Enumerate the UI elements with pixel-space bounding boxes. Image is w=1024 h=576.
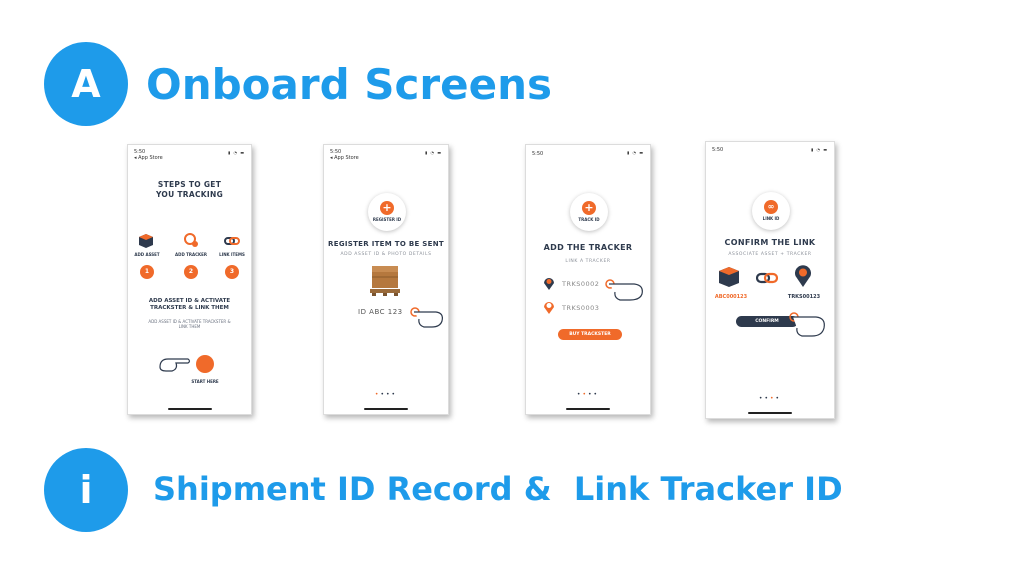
track-icon-dot: + — [582, 201, 596, 215]
register-icon-dot: + — [380, 201, 394, 215]
asset-id-field[interactable]: ID ABC 123 — [358, 308, 403, 316]
start-here-label: START HERE — [191, 379, 219, 384]
section-i-badge: i — [44, 448, 128, 532]
tracker-pin-icon — [794, 264, 812, 292]
phone-screen-confirm: 5:50 ▮ ◔ ▬ ∞ LINK ID CONFIRM THE LINK AS… — [705, 141, 835, 419]
link-chain-icon — [755, 270, 779, 289]
status-icons: ▮ ◔ ▬ — [626, 150, 644, 155]
page-dots: •••• — [576, 391, 600, 398]
status-time: 5:50◂ App Store — [330, 149, 359, 161]
steps-description: ADD ASSET ID & ACTIVATE TRACKSTER &LINK … — [148, 319, 231, 329]
hand-pointer-icon — [410, 303, 446, 333]
status-time: 5:50 — [712, 147, 724, 153]
home-indicator — [566, 408, 610, 410]
track-id-icon[interactable]: + TRACK ID — [570, 193, 608, 231]
tracker-pin-icon — [543, 276, 555, 295]
confirm-button[interactable]: CONFIRM — [736, 316, 798, 327]
add-asset-icon[interactable] — [138, 233, 154, 249]
link-items-icon[interactable] — [224, 233, 240, 247]
step-label-add-asset: ADD ASSET — [134, 252, 160, 257]
phone-screen-register: 5:50◂ App Store ▮ ◔ ▬ + REGISTER ID REGI… — [323, 144, 449, 415]
step-label-add-tracker: ADD TRACKER — [175, 252, 207, 257]
link-icon-dot: ∞ — [764, 200, 778, 214]
status-time: 5:50◂ App Store — [134, 149, 163, 161]
start-here-button[interactable] — [196, 355, 214, 373]
confirm-title: CONFIRM THE LINK — [724, 238, 816, 247]
status-time: 5:50 — [532, 151, 544, 157]
section-a-badge: A — [44, 42, 128, 126]
step-number-1: 1 — [140, 265, 154, 279]
tracker-item-2[interactable]: TRKS0003 — [562, 304, 600, 312]
package-photo — [368, 262, 402, 298]
page-dots: •••• — [374, 391, 398, 398]
link-id-icon[interactable]: ∞ LINK ID — [752, 192, 790, 230]
status-icons: ▮ ◔ ▬ — [227, 150, 245, 155]
add-tracker-icon[interactable] — [183, 232, 199, 248]
tracker-item-1[interactable]: TRKS0002 — [562, 280, 600, 288]
step-label-link-items: LINK ITEMS — [219, 252, 245, 257]
confirm-tracker-id: TRKS00123 — [787, 294, 821, 300]
status-icons: ▮ ◔ ▬ — [810, 147, 828, 152]
tracker-title: ADD THE TRACKER — [543, 243, 633, 252]
home-indicator — [748, 412, 792, 414]
register-title: REGISTER ITEM TO BE SENT — [328, 240, 444, 248]
home-indicator — [167, 408, 212, 410]
home-indicator — [364, 408, 408, 410]
confirm-subtitle: ASSOCIATE ASSET + TRACKER — [728, 252, 812, 257]
hand-pointer-icon — [604, 274, 646, 306]
register-subtitle: ADD ASSET ID & PHOTO DETAILS — [340, 252, 432, 257]
register-icon-label: REGISTER ID — [372, 217, 402, 222]
link-icon-label: LINK ID — [762, 216, 780, 221]
hand-pointer-icon — [788, 308, 828, 342]
tracker-subtitle: LINK A TRACKER — [565, 259, 611, 264]
track-icon-label: TRACK ID — [578, 217, 600, 222]
buy-trackster-button[interactable]: BUY TRACKSTER — [558, 329, 622, 340]
asset-box-icon — [718, 266, 740, 292]
status-icons: ▮ ◔ ▬ — [424, 150, 442, 155]
phone-screen-tracker: 5:50 ▮ ◔ ▬ + TRACK ID ADD THE TRACKER LI… — [525, 144, 651, 415]
page-dots: •••• — [758, 395, 782, 402]
step-number-3: 3 — [225, 265, 239, 279]
section-i-title: Shipment ID Record & Link Tracker ID — [153, 470, 843, 508]
tracker-pin-icon — [543, 300, 555, 319]
section-a-title: Onboard Screens — [146, 60, 552, 109]
register-id-icon[interactable]: + REGISTER ID — [368, 193, 406, 231]
hand-pointer-icon — [158, 351, 192, 379]
step-number-2: 2 — [184, 265, 198, 279]
confirm-asset-id: ABC000123 — [714, 294, 748, 300]
